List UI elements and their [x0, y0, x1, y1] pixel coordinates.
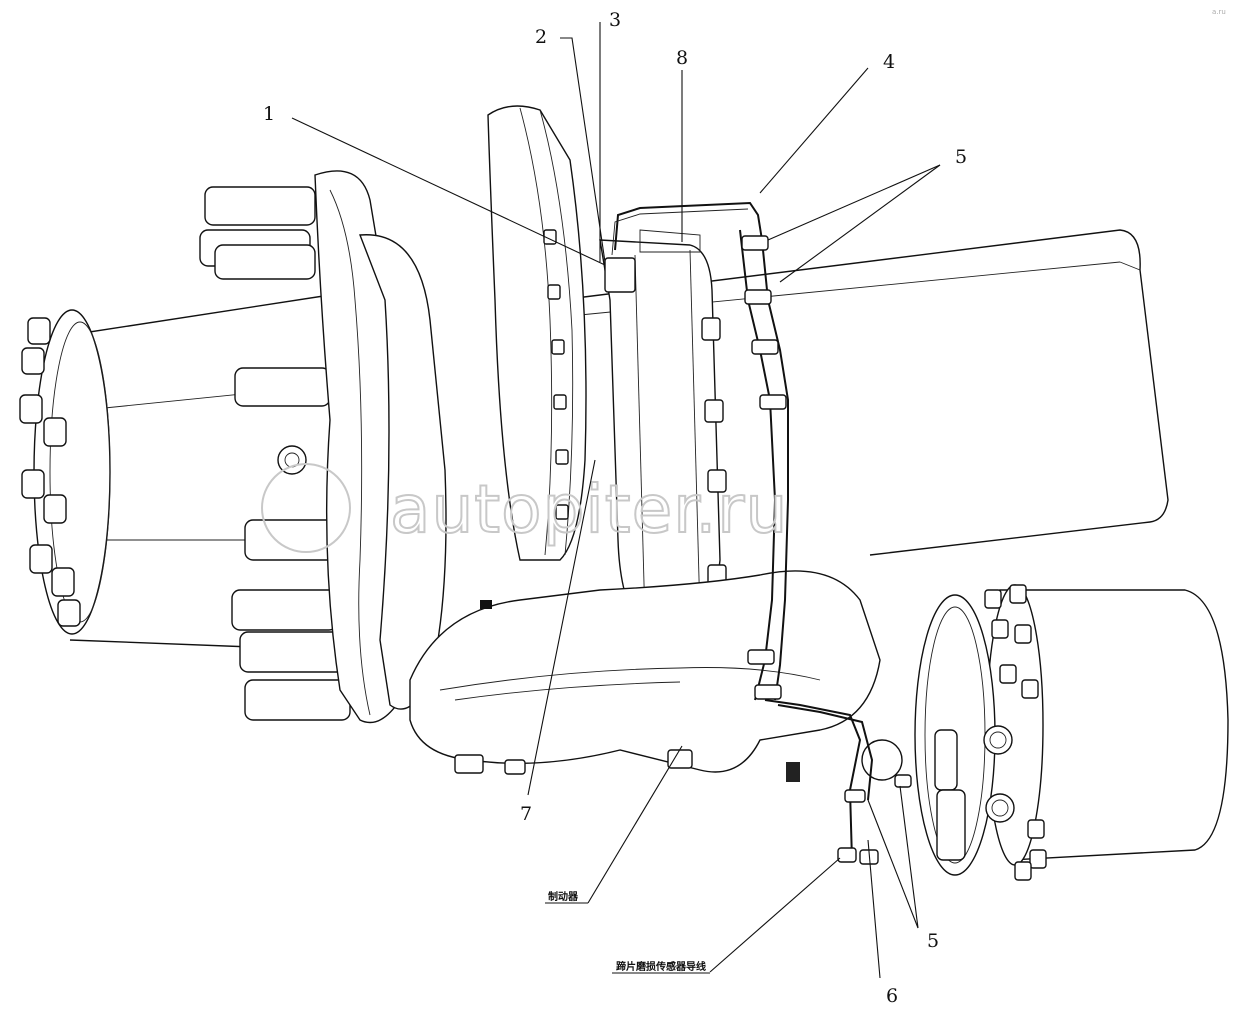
- callout-7: 7: [520, 803, 532, 825]
- leader-5a-b: [779, 164, 941, 283]
- caliper-carrier: [409, 570, 881, 782]
- corner-mark: a.ru: [1212, 8, 1226, 16]
- leader-7: [527, 459, 596, 796]
- leader-lines: [291, 22, 941, 979]
- sensor-wire-harness: [604, 201, 912, 865]
- brake-disc: [487, 105, 587, 561]
- callouts: 1 2 3 8 4 5 7 5 6: [263, 9, 967, 1007]
- callout-8: 8: [676, 47, 688, 69]
- watermark: autopiter.ru a.ru: [261, 8, 1226, 553]
- leader-5b-1: [867, 799, 919, 929]
- callout-4: 4: [883, 51, 895, 73]
- wheel-hub: [19, 294, 331, 651]
- callout-1: 1: [263, 103, 275, 125]
- leader-2: [560, 37, 606, 263]
- label-sensor-wire: 蹄片磨损传感器导线: [616, 960, 706, 973]
- watermark-text: autopiter.ru: [390, 471, 788, 548]
- leader-4: [759, 67, 869, 194]
- text-labels: 制动器 蹄片磨损传感器导线: [545, 890, 710, 974]
- hub-flange: [277, 170, 447, 724]
- callout-5-upper: 5: [955, 146, 967, 168]
- callout-2: 2: [535, 26, 547, 48]
- label-brake: 制动器: [548, 890, 579, 903]
- brake-chamber: [914, 584, 1229, 881]
- leader-brake: [587, 745, 683, 904]
- callout-5-lower: 5: [927, 930, 939, 952]
- leader-sensor: [709, 857, 841, 973]
- wheel-studs: [199, 186, 351, 721]
- callout-3: 3: [609, 9, 621, 31]
- leader-5b-2: [899, 785, 919, 929]
- leader-6: [867, 839, 881, 979]
- leader-5a: [767, 164, 941, 241]
- brake-caliper: [599, 239, 727, 626]
- callout-6: 6: [886, 985, 898, 1007]
- leader-1: [291, 117, 606, 266]
